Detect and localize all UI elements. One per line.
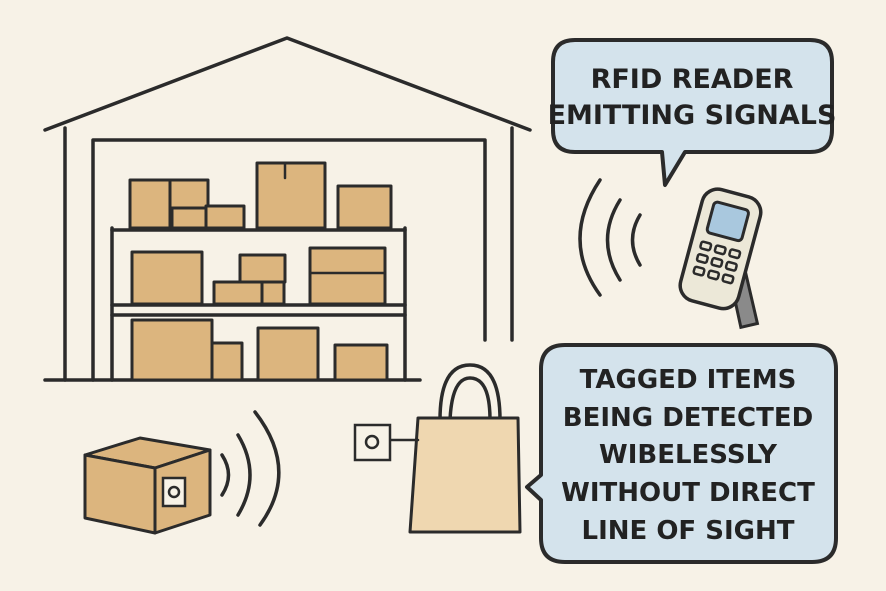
tags-bubble-line-5: LINE OF SIGHT (582, 516, 795, 546)
tags-bubble-line-1: TAGGED ITEMS (580, 365, 797, 395)
reader-signal-waves-icon (578, 178, 642, 297)
tagged-bag-icon (353, 363, 522, 534)
tags-bubble-line-2: BEING DETECTED (563, 403, 813, 433)
rfid-reader-icon (678, 187, 763, 330)
tags-bubble-line-4: WITHOUT DIRECT (561, 478, 815, 508)
reader-bubble-line-1: RFID READER (591, 64, 794, 95)
tags-bubble-line-3: WIBELESSLY (599, 440, 778, 470)
stacked-boxes (128, 161, 393, 382)
box-signal-waves-icon (220, 410, 281, 527)
reader-bubble-line-2: EMITTING SIGNALS (548, 100, 837, 131)
tagged-box-icon (83, 436, 212, 535)
reader-speech-bubble: RFID READER EMITTING SIGNALS (548, 38, 837, 187)
tags-speech-bubble: TAGGED ITEMS BEING DETECTED WIBELESSLY W… (525, 343, 838, 564)
